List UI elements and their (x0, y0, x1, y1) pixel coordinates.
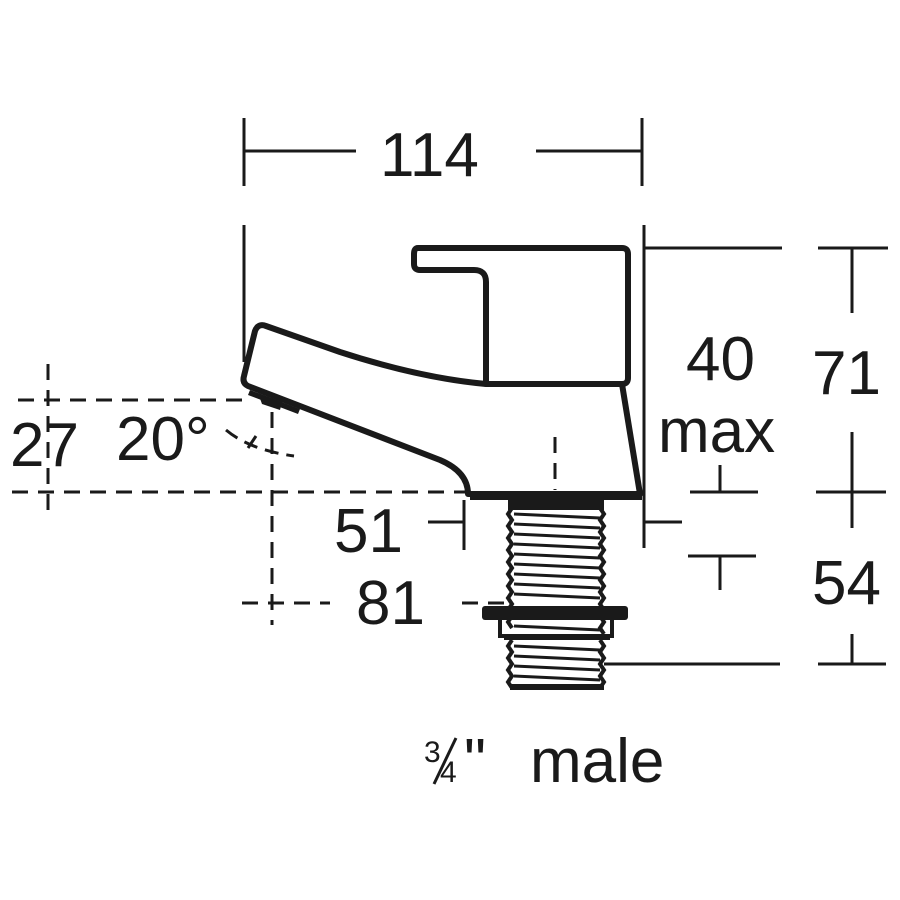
inch-mark: " (464, 727, 486, 796)
aerator (248, 390, 300, 414)
height-dimensions (604, 246, 888, 666)
body-height-value-label: 40 (686, 325, 755, 394)
connection-type-label: male (530, 727, 664, 796)
angle-arc (225, 428, 295, 458)
tap-spout-body (240, 322, 643, 500)
reach-51-dimension (428, 500, 682, 550)
width-label: 114 (380, 121, 479, 190)
angle-label: 20° (116, 405, 210, 474)
shank-length-label: 54 (812, 549, 881, 618)
tap-handle (411, 245, 631, 387)
reference-dashed-lines (12, 364, 557, 625)
fraction-denominator: 4 (440, 756, 457, 789)
fraction-numerator: 3 (424, 736, 441, 769)
body-height-max-label: max (658, 397, 775, 466)
overall-height-label: 71 (812, 339, 881, 408)
reach-inner-label: 51 (334, 497, 403, 566)
reach-outer-label: 81 (356, 569, 425, 638)
tap-shank-threaded (482, 500, 628, 690)
drop-label: 27 (10, 411, 79, 480)
width-dimension-line (242, 118, 646, 548)
connection-size-label: 3 4 " male (424, 727, 664, 796)
